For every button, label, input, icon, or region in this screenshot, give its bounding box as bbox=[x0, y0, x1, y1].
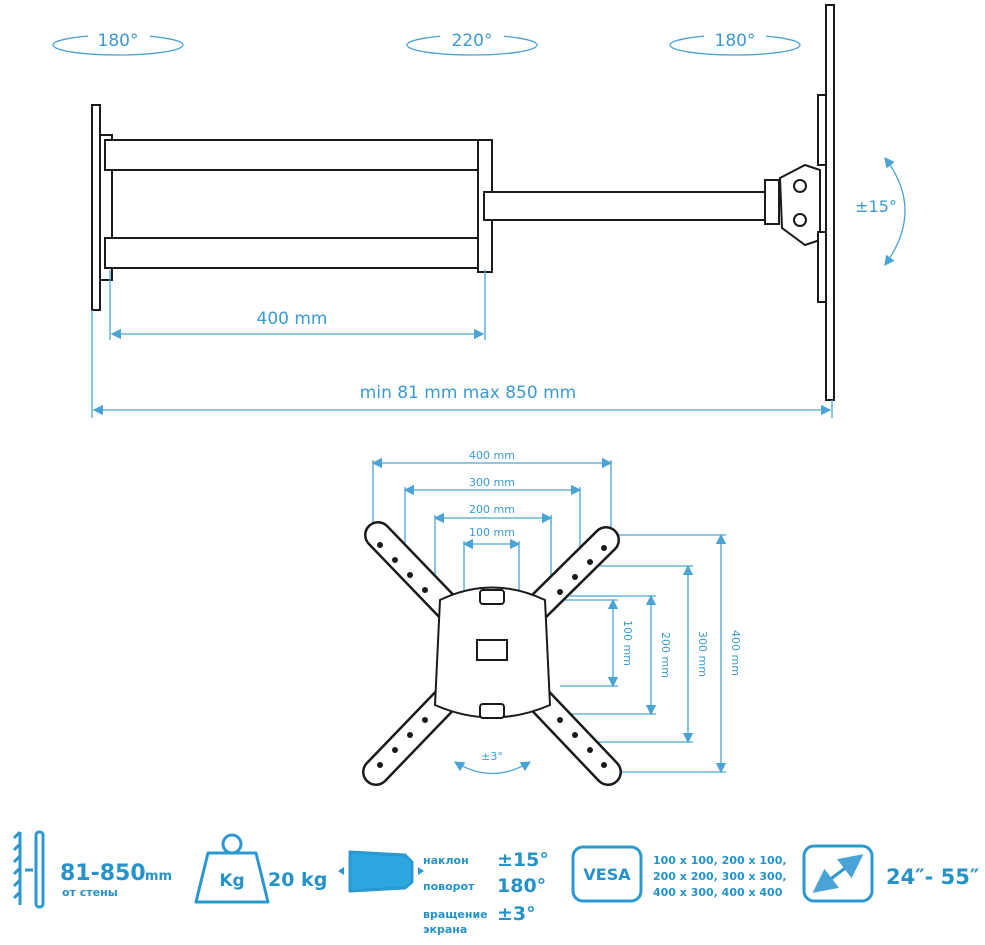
extension-arm bbox=[483, 191, 775, 221]
distance-unit: mm bbox=[145, 869, 172, 884]
lower-arm bbox=[104, 237, 491, 269]
distance-caption: от стены bbox=[62, 886, 118, 899]
vesa-icon: VESA bbox=[571, 845, 643, 903]
rotation-label-2: экрана bbox=[423, 923, 467, 936]
tilt-arc bbox=[884, 156, 906, 267]
screen-size-value: 24″- 55″ bbox=[886, 865, 979, 889]
wall-distance-icon bbox=[12, 830, 45, 909]
rotation-label: 180° bbox=[98, 31, 139, 51]
rotation-label: вращение bbox=[423, 908, 488, 921]
weight-icon-label: Kg bbox=[219, 871, 244, 891]
dim-label: 400 mm bbox=[469, 449, 515, 462]
dim-label: 300 mm bbox=[469, 476, 515, 489]
extension-label: min 81 mm max 850 mm bbox=[360, 383, 576, 403]
rotation-indicator-1: 180° bbox=[52, 28, 184, 56]
screen-size-icon bbox=[802, 844, 874, 903]
vesa-sizes-line: 200 x 200, 300 x 300, bbox=[653, 870, 787, 883]
specs-bar: 81-850 mm от стены Kg 20 kg наклон ±15° … bbox=[12, 830, 979, 936]
arm-length-label: 400 mm bbox=[257, 309, 328, 329]
distance-value: 81-850 bbox=[60, 861, 146, 886]
rotation-indicator-2: 220° bbox=[406, 28, 538, 56]
horizontal-dimensions: 400 mm 300 mm 200 mm 100 mm bbox=[371, 449, 613, 600]
rotation-label: 220° bbox=[452, 31, 493, 51]
tilt-head bbox=[778, 163, 821, 247]
weight-value: 20 kg bbox=[268, 869, 327, 891]
rotation-label: 180° bbox=[715, 31, 756, 51]
dim-label: 400 mm bbox=[729, 630, 742, 676]
dim-label: 200 mm bbox=[659, 632, 672, 678]
vesa-bracket bbox=[362, 521, 622, 786]
weight-icon: Kg bbox=[194, 833, 270, 904]
vesa-sizes-line: 400 x 300, 400 x 400 bbox=[653, 886, 783, 899]
wall-plate bbox=[91, 104, 101, 311]
tv-adjust-icon bbox=[338, 850, 424, 893]
rotation-label: ±3° bbox=[481, 750, 503, 763]
dim-label: 100 mm bbox=[469, 526, 515, 539]
dim-label: 200 mm bbox=[469, 503, 515, 516]
vertical-dimensions: 100 mm 200 mm 300 mm 400 mm bbox=[560, 533, 742, 774]
dim-label: 100 mm bbox=[621, 620, 634, 666]
swivel-label: поворот bbox=[423, 880, 475, 893]
rotation-value: ±3° bbox=[497, 903, 536, 925]
upper-arm bbox=[104, 139, 491, 171]
tilt-label: ±15° bbox=[855, 197, 897, 216]
tilt-value: ±15° bbox=[497, 849, 549, 871]
rotation-arc bbox=[453, 761, 532, 775]
dim-label: 300 mm bbox=[696, 631, 709, 677]
swivel-value: 180° bbox=[497, 875, 546, 897]
rotation-indicator-3: 180° bbox=[669, 28, 801, 56]
side-view: 180° 220° 180° ±15° bbox=[52, 4, 906, 418]
tilt-label: наклон bbox=[423, 854, 469, 867]
vesa-sizes-line: 100 x 100, 200 x 100, bbox=[653, 854, 787, 867]
tv-panel bbox=[825, 4, 835, 401]
front-view: 400 mm 300 mm 200 mm 100 mm 100 mm 200 m… bbox=[362, 449, 742, 786]
vesa-icon-label: VESA bbox=[583, 865, 631, 884]
